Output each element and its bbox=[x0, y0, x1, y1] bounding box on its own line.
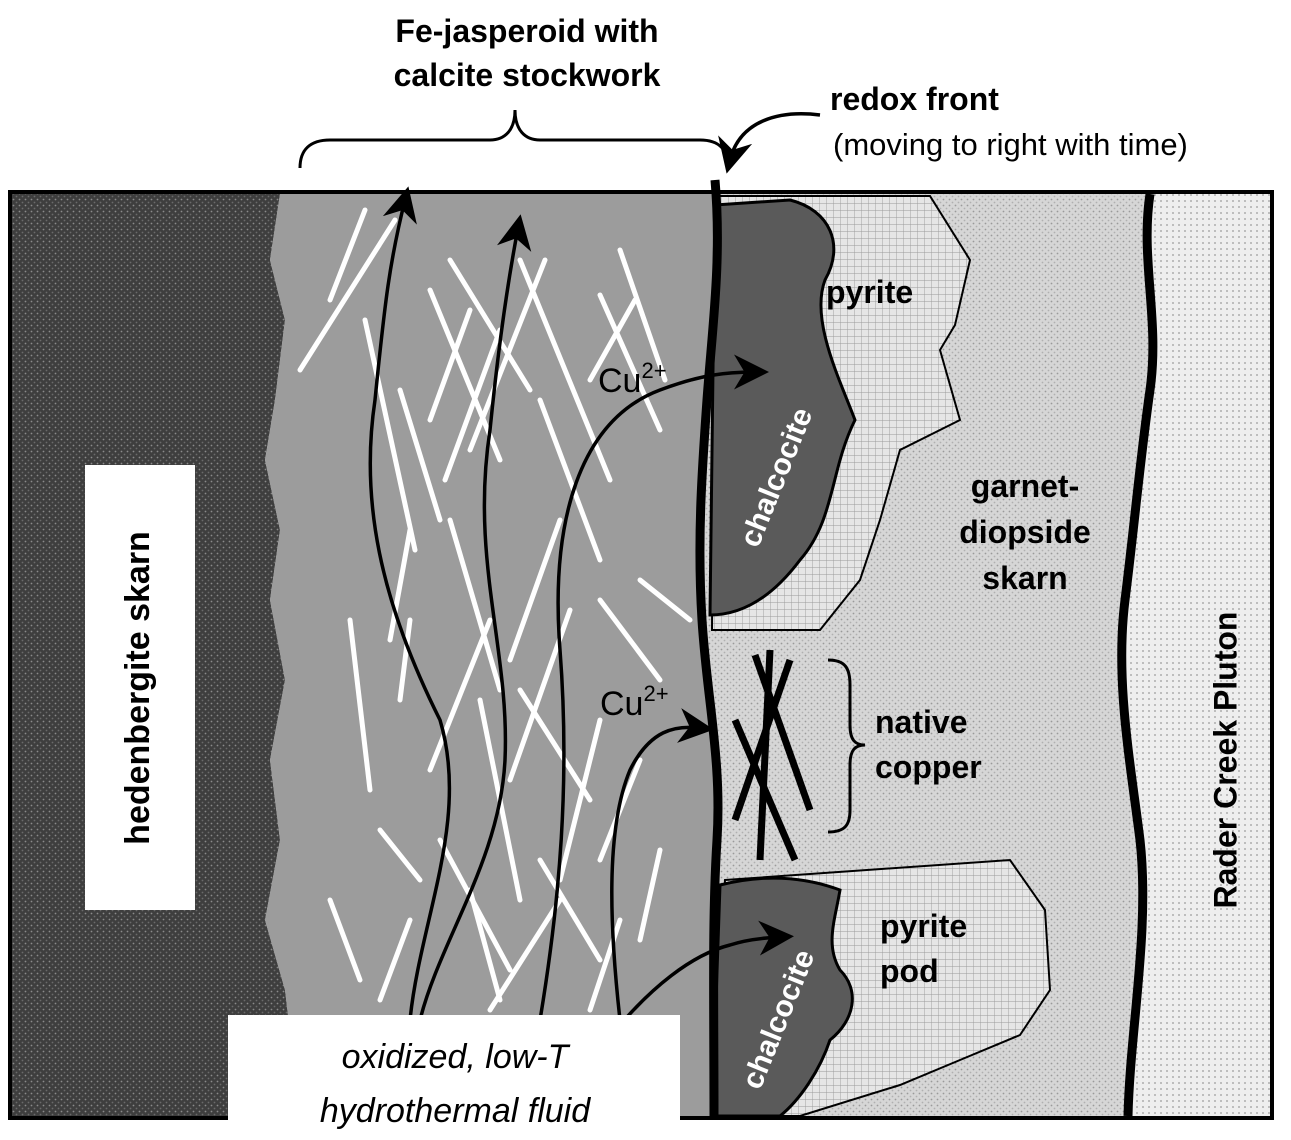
redox-front-label-line2: (moving to right with time) bbox=[833, 127, 1188, 162]
pyrite-label: pyrite bbox=[826, 274, 913, 310]
fe-jasperoid-label-line1: Fe-jasperoid with bbox=[395, 13, 658, 49]
garnet-diopside-label-line1: garnet- bbox=[971, 468, 1079, 504]
fe-jasperoid-label-line2: calcite stockwork bbox=[394, 57, 661, 93]
native-copper-label-line1: native bbox=[875, 704, 967, 740]
hedenbergite-skarn-label: hedenbergite skarn bbox=[119, 531, 157, 845]
pyrite-pod-label-line2: pod bbox=[880, 953, 939, 989]
redox-front-label-line1: redox front bbox=[830, 81, 999, 117]
jasperoid-brace bbox=[300, 110, 728, 168]
pyrite-pod-label-line1: pyrite bbox=[880, 908, 967, 944]
rader-creek-pluton-label: Rader Creek Pluton bbox=[1207, 612, 1243, 909]
garnet-diopside-label-line2: diopside bbox=[959, 514, 1091, 550]
fluid-label-line1: oxidized, low-T bbox=[342, 1038, 571, 1076]
garnet-diopside-label-line3: skarn bbox=[982, 560, 1067, 596]
redox-front-arrow bbox=[730, 114, 820, 160]
fluid-label-line2: hydrothermal fluid bbox=[320, 1092, 591, 1130]
native-copper-label-line2: copper bbox=[875, 749, 982, 785]
